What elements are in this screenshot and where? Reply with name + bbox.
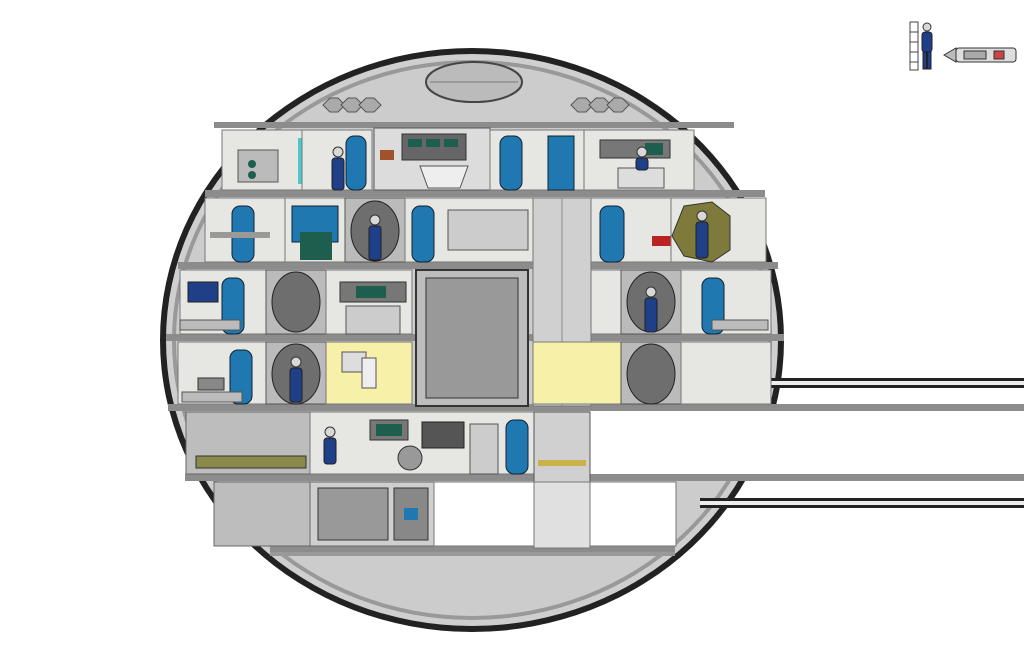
scale-ruler-icon xyxy=(909,21,919,71)
crew-figure-icon xyxy=(368,214,382,261)
crew-figure-icon xyxy=(331,146,345,191)
deck-3 xyxy=(179,269,772,407)
crew-figure-icon xyxy=(635,146,649,171)
crew-figure-icon xyxy=(695,210,709,259)
crew-figure-icon xyxy=(289,356,303,403)
deck-6 xyxy=(213,481,677,549)
right-boom xyxy=(590,378,1024,508)
deck-4 xyxy=(177,341,772,405)
ship-silhouette-icon xyxy=(943,47,1017,63)
legend xyxy=(909,21,1017,71)
top-vents xyxy=(322,97,630,113)
crew-figure-icon xyxy=(921,22,933,70)
sensor-dome xyxy=(425,61,523,103)
crew-figure-icon xyxy=(644,286,658,333)
crew-figure-icon xyxy=(323,426,337,465)
lower-bulkhead xyxy=(270,552,675,556)
deck-1 xyxy=(221,127,695,191)
